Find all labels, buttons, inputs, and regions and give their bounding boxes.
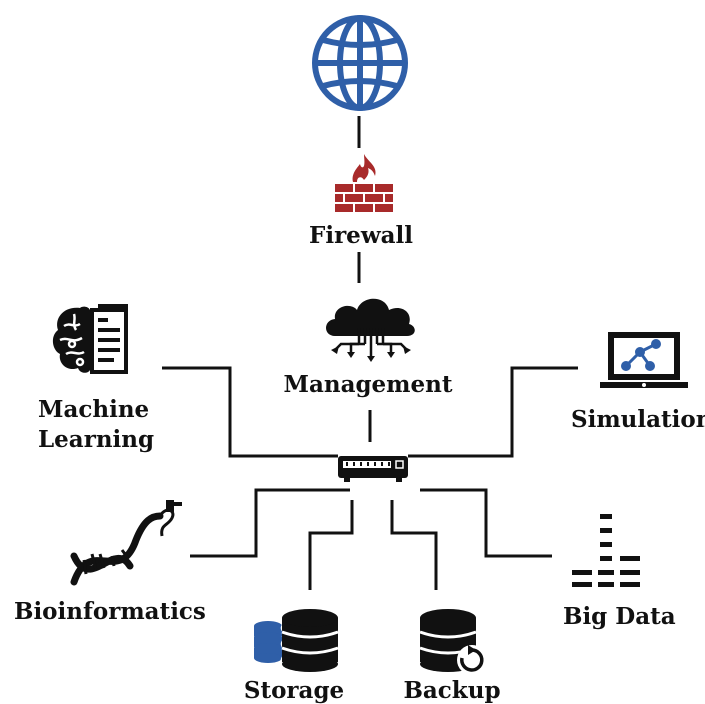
bioinformatics-label: Bioinformatics — [14, 598, 206, 625]
storage-label: Storage — [243, 677, 345, 704]
backup-label: Backup — [403, 677, 501, 704]
big-data-label: Big Data — [563, 603, 676, 630]
laptop-graph-icon — [600, 332, 688, 388]
database-backup-icon — [419, 609, 487, 675]
dna-helix-icon — [70, 500, 182, 586]
database-icon — [254, 608, 340, 672]
firewall-label: Firewall — [309, 222, 413, 249]
brain-document-icon — [52, 304, 128, 374]
machine-learning-label-line2: Learning — [38, 426, 155, 453]
line-backup-switch — [390, 500, 438, 590]
cloud-network-icon — [326, 298, 415, 362]
machine-learning-label-line1: Machine — [38, 396, 150, 423]
line-bigdata-switch — [420, 488, 552, 558]
line-storage-switch — [308, 500, 354, 590]
globe-icon — [312, 15, 408, 111]
firewall-icon — [335, 154, 393, 212]
line-simulation-switch — [408, 366, 578, 458]
management-label: Management — [283, 371, 453, 398]
data-bars-icon — [572, 514, 640, 587]
simulation-label: Simulation — [571, 406, 705, 433]
line-bio-switch — [190, 488, 350, 558]
network-switch-icon — [338, 456, 408, 482]
line-ml-switch — [162, 366, 338, 458]
